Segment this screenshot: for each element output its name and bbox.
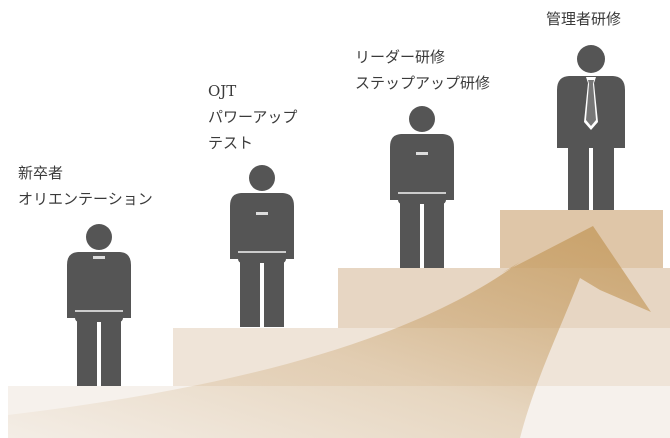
step-label-line: OJT bbox=[208, 82, 237, 100]
step-label-line: パワーアップ bbox=[208, 108, 298, 126]
step-label-line: リーダー研修 bbox=[355, 48, 446, 66]
step-label-manager: 管理者研修 bbox=[546, 6, 621, 32]
growth-arrow-icon bbox=[8, 226, 651, 438]
step-label-line: ステップアップ研修 bbox=[355, 74, 491, 92]
step-label-line: 新卒者 bbox=[18, 164, 64, 182]
step-label-line: テスト bbox=[208, 134, 254, 152]
person-ojt-icon bbox=[230, 165, 294, 327]
person-newcomer-icon bbox=[67, 224, 131, 386]
person-leader-icon bbox=[390, 106, 454, 268]
person-manager-icon bbox=[557, 45, 625, 210]
step-label-line: 管理者研修 bbox=[546, 10, 622, 28]
step-label-line: オリエンテーション bbox=[18, 190, 153, 208]
step-label-newcomer: 新卒者 オリエンテーション bbox=[18, 160, 153, 212]
step-label-leader: リーダー研修 ステップアップ研修 bbox=[355, 44, 490, 96]
step-label-ojt: OJT パワーアップ テスト bbox=[208, 78, 297, 156]
